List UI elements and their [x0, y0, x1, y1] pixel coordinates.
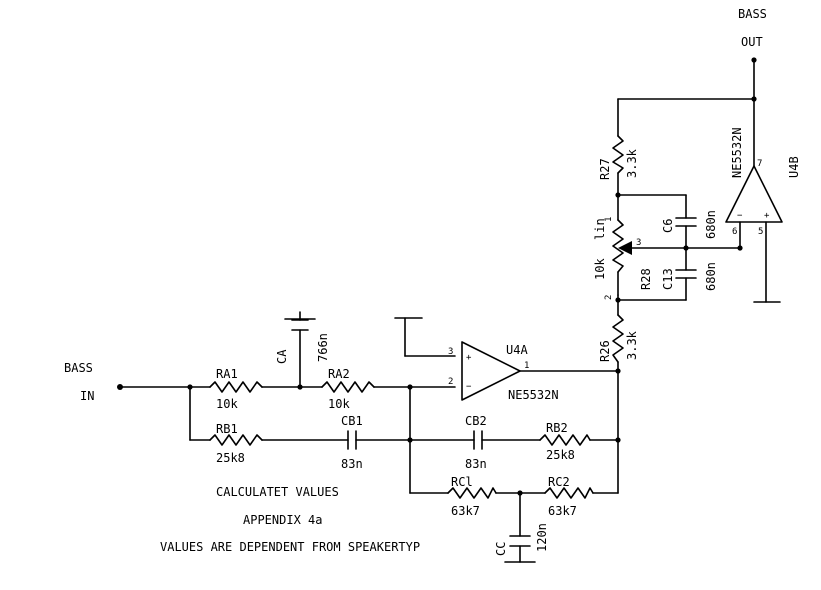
ra1-name: RA1 [216, 367, 238, 381]
resistor-rb2 [539, 434, 591, 446]
ra2-value: 10k [328, 397, 350, 411]
c6-name: C6 [661, 219, 675, 233]
bass-in-label-2: IN [80, 389, 94, 403]
ground-bars [284, 317, 536, 563]
r27-value: 3.3k [625, 148, 639, 178]
resistor-ra1 [209, 381, 263, 393]
c13-value: 680n [704, 262, 718, 291]
cb2-value: 83n [465, 457, 487, 471]
cb1-value: 83n [341, 457, 363, 471]
u4a-pin-out: 1 [524, 361, 529, 371]
r27-name: R27 [598, 158, 612, 180]
pot-pin-1: 1 [604, 217, 614, 222]
rb1-value: 25k8 [216, 451, 245, 465]
rb2-name: RB2 [546, 421, 568, 435]
bass-out-label-2: OUT [741, 35, 763, 49]
resistor-r26 [612, 314, 624, 363]
r26-name: R26 [598, 340, 612, 362]
opamp-u4a [461, 341, 521, 401]
bass-in-label-1: BASS [64, 361, 93, 375]
rc2-value: 63k7 [548, 504, 577, 518]
pot-wiper-arrow [618, 241, 632, 255]
capacitor-cc [509, 535, 531, 547]
c13-name: C13 [661, 268, 675, 290]
cc-name: CC [494, 542, 508, 556]
bass-out-label-1: BASS [738, 7, 767, 21]
capacitor-cb1 [347, 430, 357, 450]
resistor-r27 [612, 135, 624, 174]
ra2-name: RA2 [328, 367, 350, 381]
potentiometer-r28 [612, 219, 624, 273]
capacitor-c6 [675, 217, 697, 227]
r26-value: 3.3k [625, 330, 639, 360]
rb1-name: RB1 [216, 422, 238, 436]
pot-pin-3: 3 [636, 238, 641, 248]
resistor-rc2 [544, 487, 594, 499]
ra1-value: 10k [216, 397, 238, 411]
ca-value: 766n [316, 333, 330, 362]
cb2-name: CB2 [465, 414, 487, 428]
u4b-pin-out: 7 [757, 159, 762, 169]
rc2-name: RC2 [548, 475, 570, 489]
capacitor-c13 [675, 269, 697, 279]
note-appendix: APPENDIX 4a [243, 513, 322, 527]
rc1-value: 63k7 [451, 504, 480, 518]
resistor-rb1 [209, 434, 263, 446]
u4a-pin-minus: 2 [448, 377, 453, 387]
u4b-pin-plus: 5 [758, 227, 763, 237]
r28-value: 10k [593, 258, 607, 280]
opamp-u4b [725, 165, 783, 223]
ca-name: CA [275, 349, 289, 364]
rb2-value: 25k8 [546, 448, 575, 462]
u4a-sign-plus: + [466, 353, 472, 363]
junction-dots [117, 57, 757, 496]
u4a-pin-plus: 3 [448, 347, 453, 357]
u4b-sign-plus: + [764, 211, 770, 221]
u4b-pin-minus: 6 [732, 227, 737, 237]
capacitor-cb2 [473, 430, 483, 450]
pot-pin-2: 2 [604, 295, 614, 300]
u4b-sign-minus: − [737, 211, 743, 221]
u4a-sign-minus: − [466, 382, 472, 392]
resistor-ra2 [321, 381, 375, 393]
resistor-rc1 [447, 487, 497, 499]
c6-value: 680n [704, 210, 718, 239]
r28-taper: lin [593, 218, 607, 240]
cb1-name: CB1 [341, 414, 363, 428]
u4a-part: NE5532N [508, 388, 559, 402]
note-speakertyp: VALUES ARE DEPENDENT FROM SPEAKERTYP [160, 540, 420, 554]
rc1-name: RCl [451, 475, 473, 489]
u4b-part: NE5532N [730, 127, 744, 178]
note-calculated-values: CALCULATET VALUES [216, 485, 339, 499]
u4b-name: U4B [787, 156, 801, 178]
r28-name: R28 [639, 268, 653, 290]
u4a-name: U4A [506, 343, 528, 357]
cc-value: 120n [535, 523, 549, 552]
capacitor-ca [291, 319, 309, 331]
